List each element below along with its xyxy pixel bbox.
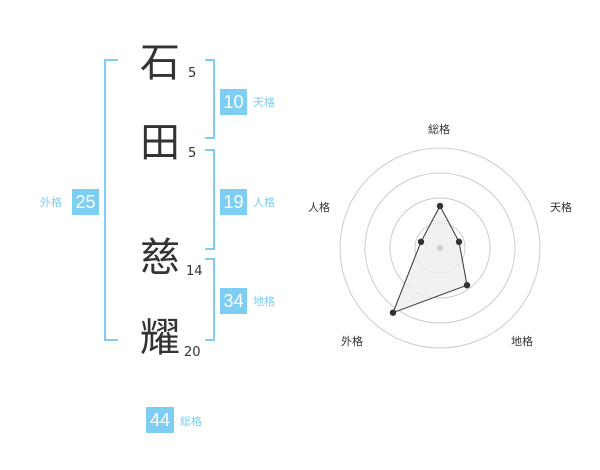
name-char-2: 田 bbox=[140, 120, 180, 166]
soukaku-label: 総格 bbox=[180, 415, 202, 428]
name-char-3: 慈 bbox=[140, 235, 180, 281]
radar-center bbox=[437, 245, 443, 251]
tenkaku-bracket bbox=[205, 59, 215, 139]
stroke-count-1: 5 bbox=[188, 66, 197, 81]
radar-point-2 bbox=[455, 238, 463, 245]
radar-label-gaikaku: 外格 bbox=[341, 335, 363, 348]
radar-ring-4 bbox=[339, 147, 541, 349]
tenkaku-value: 10 bbox=[220, 89, 247, 115]
radar-point-3 bbox=[463, 282, 471, 289]
radar-point-4 bbox=[389, 309, 397, 316]
radar-point-1 bbox=[436, 202, 444, 210]
name-char-1: 石 bbox=[140, 40, 180, 86]
radar-polygon bbox=[392, 204, 468, 314]
chikaku-bracket bbox=[205, 258, 215, 341]
radar-point-5 bbox=[417, 238, 425, 245]
jinkaku-bracket bbox=[205, 149, 215, 250]
jinkaku-value: 19 bbox=[220, 189, 247, 215]
gaikaku-label: 外格 bbox=[40, 196, 62, 209]
jinkaku-label: 人格 bbox=[253, 196, 275, 209]
name-char-4: 耀 bbox=[140, 315, 180, 361]
radar-label-jinkaku: 人格 bbox=[308, 201, 330, 214]
chikaku-label: 地格 bbox=[253, 295, 275, 308]
radar-ring-2 bbox=[389, 197, 491, 299]
radar-label-soukaku: 総格 bbox=[428, 123, 450, 136]
chikaku-value: 34 bbox=[220, 288, 247, 314]
radar-label-tenkaku: 天格 bbox=[550, 201, 572, 214]
tenkaku-label: 天格 bbox=[253, 96, 275, 109]
stroke-count-2: 5 bbox=[188, 146, 197, 161]
radar-ring-3 bbox=[364, 172, 516, 324]
stroke-count-3: 14 bbox=[186, 264, 203, 279]
radar-label-chikaku: 地格 bbox=[511, 335, 533, 348]
gaikaku-value: 25 bbox=[72, 189, 99, 215]
gaikaku-bracket bbox=[104, 59, 118, 341]
soukaku-value: 44 bbox=[146, 407, 174, 433]
stroke-count-4: 20 bbox=[184, 345, 201, 360]
